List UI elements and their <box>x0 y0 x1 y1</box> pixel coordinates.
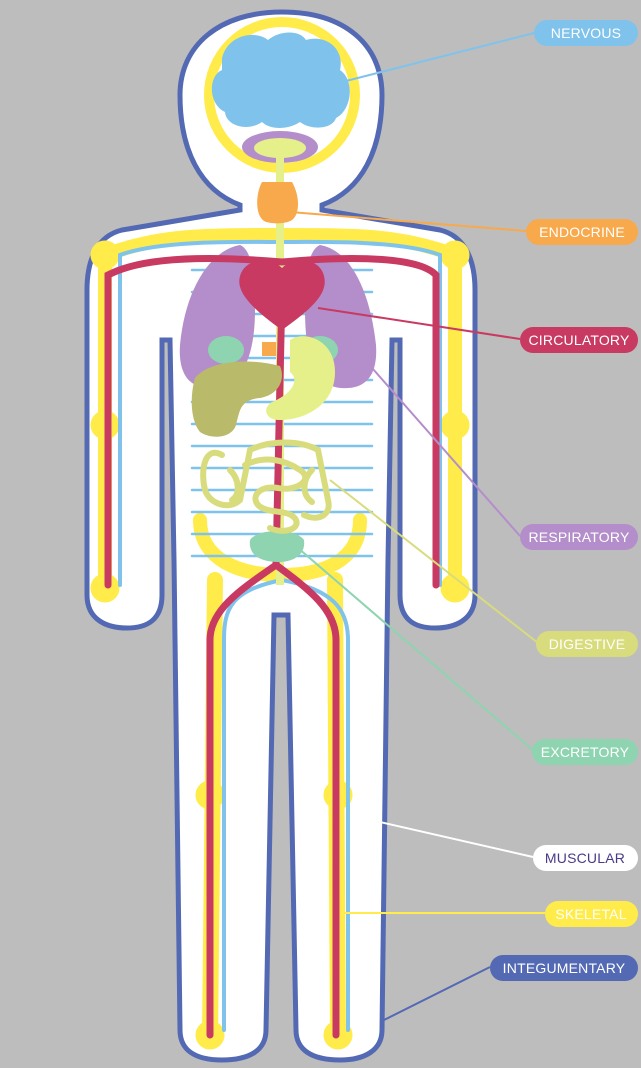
label-integumentary: INTEGUMENTARY <box>490 955 638 981</box>
label-respiratory-text: RESPIRATORY <box>528 529 629 545</box>
label-endocrine: ENDOCRINE <box>526 219 638 245</box>
brain <box>212 33 350 129</box>
label-circulatory-text: CIRCULATORY <box>529 332 630 348</box>
label-digestive: DIGESTIVE <box>536 631 638 657</box>
label-respiratory: RESPIRATORY <box>520 524 638 550</box>
label-excretory: EXCRETORY <box>532 739 638 765</box>
left-kidney <box>208 336 244 364</box>
label-muscular: MUSCULAR <box>533 845 638 871</box>
label-muscular-text: MUSCULAR <box>545 850 625 866</box>
label-nervous: NERVOUS <box>534 20 638 46</box>
thyroid-gland <box>257 182 298 223</box>
label-circulatory: CIRCULATORY <box>520 327 638 353</box>
bladder <box>250 531 304 562</box>
left-shoulder-joint <box>91 241 119 269</box>
label-excretory-text: EXCRETORY <box>541 744 630 760</box>
right-shoulder-joint <box>441 241 469 269</box>
label-integumentary-text: INTEGUMENTARY <box>503 960 626 976</box>
label-digestive-text: DIGESTIVE <box>549 636 625 652</box>
label-nervous-text: NERVOUS <box>551 25 621 41</box>
adrenal-gland <box>262 342 276 356</box>
label-endocrine-text: ENDOCRINE <box>539 224 625 240</box>
label-skeletal: SKELETAL <box>545 901 638 927</box>
label-skeletal-text: SKELETAL <box>555 906 626 922</box>
right-elbow-joint <box>441 411 469 439</box>
